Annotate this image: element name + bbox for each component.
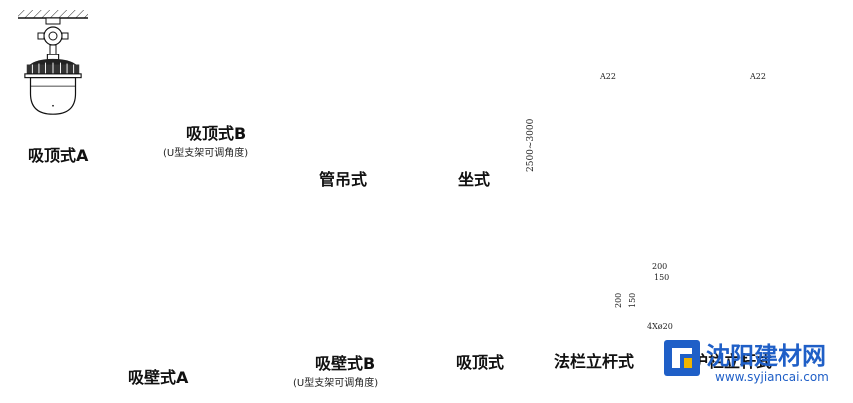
label-pipe-hang: 管吊式 <box>319 170 368 189</box>
dim-angle-left: A22 <box>600 72 616 81</box>
dim-bolt: 4Xø20 <box>647 322 673 331</box>
label-wall-a: 吸壁式A <box>128 368 189 387</box>
label-ceiling-b: 吸顶式B <box>186 124 247 143</box>
watermark-url: www.syjiancai.com <box>715 370 829 384</box>
label-ceiling: 吸顶式 <box>456 353 505 372</box>
label-wall-b: 吸壁式B <box>315 354 376 373</box>
dim-base-inner-h: 150 <box>628 292 637 308</box>
label-guard-pole: 护栏立杆式 <box>692 352 773 371</box>
dim-pole-height: 2500~3000 <box>526 118 536 172</box>
label-flange-pole: 法栏立杆式 <box>554 352 635 371</box>
label-ceiling-b-note: (U型支架可调角度) <box>163 148 249 159</box>
watermark-brand: 沈阳建材网 <box>706 342 826 370</box>
dim-base-inner: 150 <box>654 273 670 282</box>
label-seat: 坐式 <box>458 170 491 189</box>
label-ceiling-a: 吸顶式A <box>28 146 89 165</box>
lamp-ceiling-a <box>18 10 88 115</box>
label-wall-b-note: (U型支架可调角度) <box>293 378 379 389</box>
dim-angle-right: A22 <box>750 72 766 81</box>
watermark-logo-icon <box>664 340 700 376</box>
dim-base-height: 200 <box>614 292 623 308</box>
dim-base-width: 200 <box>652 262 668 271</box>
